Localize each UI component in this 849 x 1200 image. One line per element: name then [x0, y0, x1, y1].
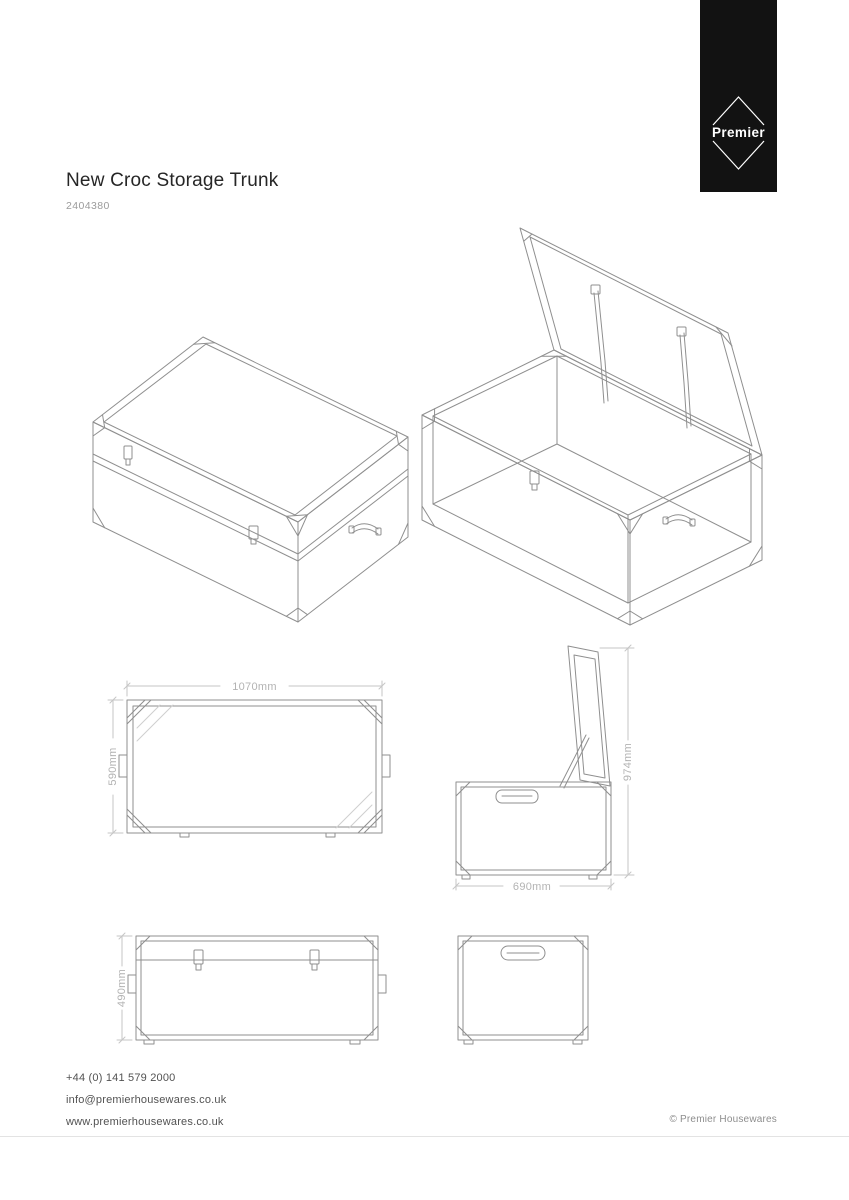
lid-stay-right-icon: [676, 326, 692, 429]
dim-open-height-label: 974mm: [622, 743, 634, 781]
latch-icon: [123, 445, 133, 466]
lid-stay-icon: [559, 734, 590, 789]
trunk-open-lid: [519, 227, 763, 456]
product-title: New Croc Storage Trunk: [66, 170, 279, 191]
logo-diamond-top-icon: [712, 96, 765, 126]
front-view: 490mm: [116, 932, 387, 1045]
plan-foot-icon: [325, 832, 336, 838]
product-sku: 2404380: [66, 200, 110, 212]
side-handle-icon: [662, 514, 696, 527]
side-view: [457, 935, 589, 1045]
footer-email: info@premierhousewares.co.uk: [66, 1094, 227, 1106]
trunk-closed-body: [92, 336, 409, 623]
handle-icon: [495, 789, 539, 804]
plan-handle-right-icon: [381, 754, 391, 778]
handle-icon: [500, 945, 546, 961]
front-dimension-lines: [116, 932, 133, 1044]
logo-brand-text: Premier: [712, 125, 765, 140]
side-handle-icon: [348, 523, 382, 536]
footer-phone: +44 (0) 141 579 2000: [66, 1072, 176, 1084]
dim-height-label: 490mm: [116, 969, 128, 1007]
isometric-view-open: [421, 227, 763, 626]
latch-icon: [193, 949, 204, 971]
latch-icon: [309, 949, 320, 971]
lid-stay-left-icon: [590, 284, 609, 404]
plan-outline: [118, 699, 391, 838]
foot-icon: [588, 874, 598, 880]
plan-foot-icon: [179, 832, 190, 838]
footer-website: www.premierhousewares.co.uk: [66, 1116, 224, 1128]
isometric-view-closed: [92, 336, 409, 623]
side-view-open: 974mm 690mm: [452, 644, 635, 893]
side-handle-left-icon: [127, 974, 137, 994]
plan-handle-left-icon: [118, 754, 128, 778]
dim-width-label: 690mm: [513, 881, 551, 893]
logo-diamond-bottom-icon: [712, 140, 765, 170]
side-handle-right-icon: [377, 974, 387, 994]
bottom-divider: [0, 1136, 849, 1137]
premier-logo-graphic: Premier: [712, 96, 765, 170]
lock-clasp-icon: [248, 525, 259, 545]
foot-icon: [572, 1039, 583, 1045]
foot-icon: [349, 1039, 361, 1045]
copyright: © Premier Housewares: [669, 1114, 777, 1125]
foot-icon: [461, 874, 471, 880]
plan-dimension-lines: [107, 680, 386, 837]
side-open-lid: [567, 645, 611, 787]
plan-view: 1070mm 590mm: [107, 680, 391, 838]
side-open-body: [455, 781, 612, 880]
dim-depth-label: 590mm: [107, 747, 119, 785]
trunk-open-body: [421, 349, 763, 626]
premier-logo: Premier: [700, 0, 777, 192]
side-open-dimension-lines: [452, 644, 635, 891]
plan-reflection-hatch: [136, 704, 373, 829]
latch-icon: [529, 470, 540, 491]
footer-contact: +44 (0) 141 579 2000 info@premierhousewa…: [66, 1072, 226, 1138]
dim-length-label: 1070mm: [232, 681, 277, 693]
foot-icon: [143, 1039, 155, 1045]
side-outline: [457, 935, 589, 1045]
front-outline: [127, 935, 387, 1045]
foot-icon: [463, 1039, 474, 1045]
